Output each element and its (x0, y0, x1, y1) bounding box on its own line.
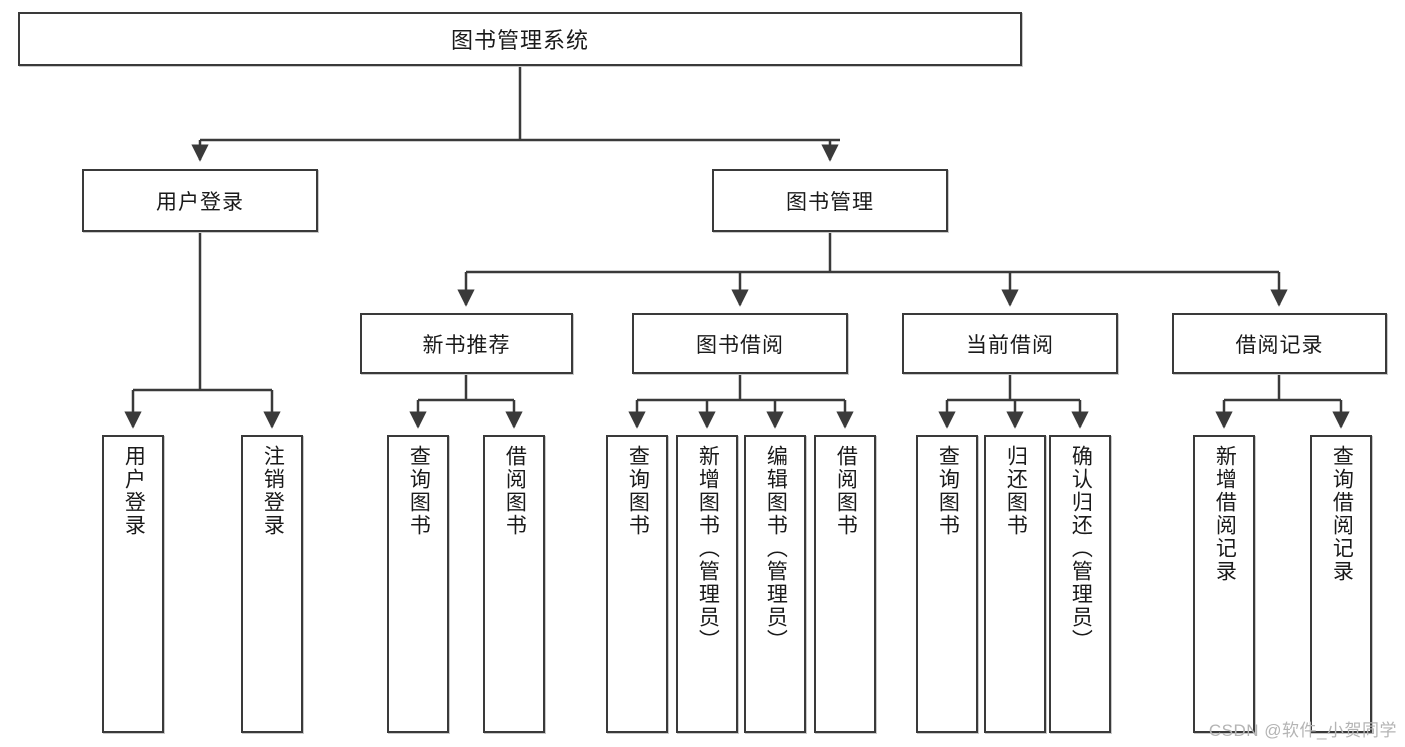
leaf-recommend-query-book[interactable]: 查询图书 (387, 435, 449, 733)
leaf-user-login-login[interactable]: 用户登录 (102, 435, 164, 733)
leaf-record-query-record[interactable]: 查询借阅记录 (1310, 435, 1372, 733)
node-user-login[interactable]: 用户登录 (82, 169, 318, 232)
node-current-borrow[interactable]: 当前借阅 (902, 313, 1118, 374)
node-label: 注销登录 (261, 445, 285, 537)
node-label: 编辑图书（管理员） (764, 445, 788, 652)
node-label: 借阅图书 (834, 445, 858, 537)
node-borrow-record[interactable]: 借阅记录 (1172, 313, 1387, 374)
leaf-current-return-book[interactable]: 归还图书 (984, 435, 1046, 733)
node-label: 查询图书 (407, 445, 431, 537)
node-label: 用户登录 (156, 190, 244, 214)
node-new-book-recommend[interactable]: 新书推荐 (360, 313, 573, 374)
node-label: 新增图书（管理员） (696, 445, 720, 652)
leaf-record-add-record[interactable]: 新增借阅记录 (1193, 435, 1255, 733)
leaf-current-query-book[interactable]: 查询图书 (916, 435, 978, 733)
leaf-borrow-borrow-book[interactable]: 借阅图书 (814, 435, 876, 733)
leaf-borrow-query-book[interactable]: 查询图书 (606, 435, 668, 733)
node-label: 借阅记录 (1235, 333, 1324, 357)
node-label: 图书管理系统 (450, 28, 589, 53)
leaf-user-login-logout[interactable]: 注销登录 (241, 435, 303, 733)
node-label: 查询图书 (936, 445, 960, 537)
node-label: 新增借阅记录 (1213, 445, 1237, 583)
node-label: 图书借阅 (696, 333, 784, 357)
node-label: 新书推荐 (422, 333, 511, 357)
node-label: 借阅图书 (503, 445, 527, 537)
node-label: 用户登录 (122, 445, 146, 537)
node-label: 当前借阅 (966, 333, 1054, 357)
node-label: 归还图书 (1004, 445, 1028, 537)
node-label: 查询借阅记录 (1330, 445, 1354, 583)
leaf-borrow-edit-book-admin[interactable]: 编辑图书（管理员） (744, 435, 806, 733)
node-label: 确认归还（管理员） (1069, 445, 1093, 652)
node-book-management[interactable]: 图书管理 (712, 169, 948, 232)
node-root-system[interactable]: 图书管理系统 (18, 12, 1022, 66)
node-label: 图书管理 (786, 190, 874, 214)
leaf-recommend-borrow-book[interactable]: 借阅图书 (483, 435, 545, 733)
node-book-borrow[interactable]: 图书借阅 (632, 313, 848, 374)
node-label: 查询图书 (626, 445, 650, 537)
leaf-current-confirm-return-admin[interactable]: 确认归还（管理员） (1049, 435, 1111, 733)
leaf-borrow-add-book-admin[interactable]: 新增图书（管理员） (676, 435, 738, 733)
